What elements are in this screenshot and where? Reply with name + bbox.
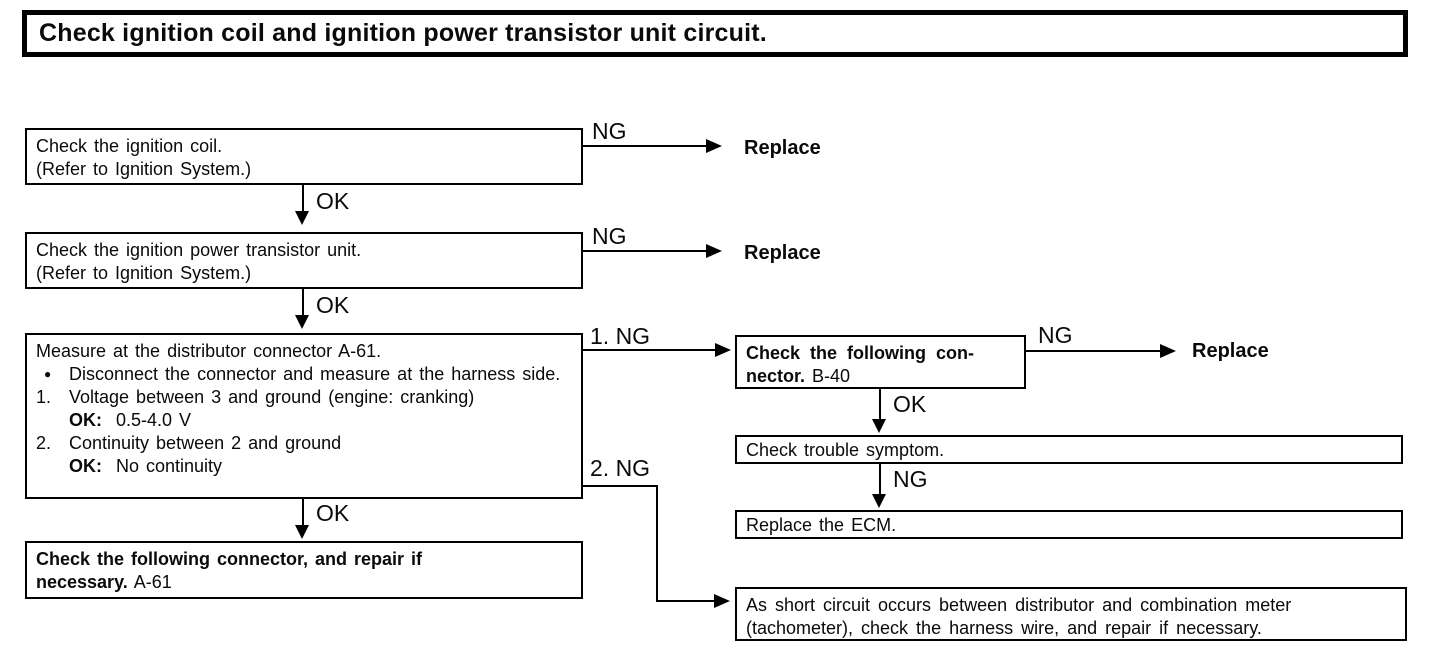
box-text-line: Continuity between 2 and ground: [69, 433, 342, 453]
connector-line: [879, 464, 881, 496]
ok-label: OK: [316, 292, 350, 318]
box-text-line: Measure at the distributor connector A-6…: [36, 341, 382, 361]
flow-box-replace-ecm: Replace the ECM.: [735, 510, 1403, 539]
flow-box-check-power-transistor: Check the ignition power transistor unit…: [25, 232, 583, 289]
title-box: Check ignition coil and ignition power t…: [22, 10, 1408, 57]
box-text-line: Check the following connector, and repai…: [36, 549, 423, 569]
flow-box-short-circuit-note: As short circuit occurs between distribu…: [735, 587, 1407, 641]
box-text-line: Disconnect the connector and measure at …: [69, 364, 561, 384]
arrowhead-right-icon: [715, 343, 731, 357]
ok-label: OK: [316, 500, 350, 526]
terminal-replace: Replace: [744, 242, 821, 264]
arrowhead-right-icon: [714, 594, 730, 608]
ok-spec-value: 0.5-4.0 V: [116, 410, 192, 430]
ng-label: NG: [893, 466, 928, 492]
box-text-line: Replace the ECM.: [746, 515, 897, 535]
flow-box-check-connector-b40: Check the following con- nector. B-40: [735, 335, 1026, 389]
connector-line: [583, 349, 717, 351]
terminal-replace: Replace: [1192, 340, 1269, 362]
arrowhead-down-icon: [295, 525, 309, 539]
connector-line: [656, 485, 658, 602]
arrowhead-right-icon: [706, 139, 722, 153]
box-text-line: (tachometer), check the harness wire, an…: [746, 618, 1262, 638]
bullet-icon: ●: [44, 367, 52, 381]
box-text-line: Check trouble symptom.: [746, 440, 945, 460]
ng-label: NG: [592, 223, 627, 249]
flow-box-repair-connector-a61: Check the following connector, and repai…: [25, 541, 583, 599]
connector-line: [583, 485, 658, 487]
ok-spec-label: OK:: [69, 410, 102, 430]
connector-line: [879, 389, 881, 421]
arrowhead-down-icon: [872, 419, 886, 433]
flow-box-check-trouble-symptom: Check trouble symptom.: [735, 435, 1403, 464]
ng-label: NG: [1038, 322, 1073, 348]
ok-label: OK: [893, 391, 927, 417]
connector-line: [302, 289, 304, 317]
ng2-label: 2. NG: [590, 455, 651, 481]
box-text-line: nector.: [746, 366, 806, 386]
arrowhead-down-icon: [295, 315, 309, 329]
connector-line: [302, 498, 304, 527]
box-text-line: Voltage between 3 and ground (engine: cr…: [69, 387, 475, 407]
box-text-line: Check the ignition power transistor unit…: [36, 240, 362, 260]
connector-line: [302, 185, 304, 213]
box-text-line: As short circuit occurs between distribu…: [746, 595, 1292, 615]
connector-line: [583, 250, 709, 252]
box-text-line: (Refer to Ignition System.): [36, 263, 252, 283]
box-text-line: Check the following con-: [746, 343, 975, 363]
list-number: 1.: [36, 387, 52, 407]
box-text-line: (Refer to Ignition System.): [36, 159, 252, 179]
ok-spec-value: No continuity: [116, 456, 223, 476]
arrowhead-right-icon: [706, 244, 722, 258]
ok-spec-label: OK:: [69, 456, 102, 476]
terminal-replace: Replace: [744, 137, 821, 159]
connector-line: [656, 600, 718, 602]
ok-label: OK: [316, 188, 350, 214]
connector-ref: A-61: [133, 572, 172, 592]
box-text-line: Check the ignition coil.: [36, 136, 223, 156]
arrowhead-down-icon: [295, 211, 309, 225]
connector-line: [1026, 350, 1162, 352]
list-number: 2.: [36, 433, 52, 453]
flow-box-measure-distributor: Measure at the distributor connector A-6…: [25, 333, 583, 499]
connector-line: [583, 145, 709, 147]
ng1-label: 1. NG: [590, 323, 651, 349]
box-text-line: necessary.: [36, 572, 128, 592]
flow-box-check-ignition-coil: Check the ignition coil. (Refer to Ignit…: [25, 128, 583, 185]
arrowhead-right-icon: [1160, 344, 1176, 358]
page-title: Check ignition coil and ignition power t…: [39, 19, 767, 47]
connector-ref: B-40: [812, 366, 851, 386]
arrowhead-down-icon: [872, 494, 886, 508]
ng-label: NG: [592, 118, 627, 144]
